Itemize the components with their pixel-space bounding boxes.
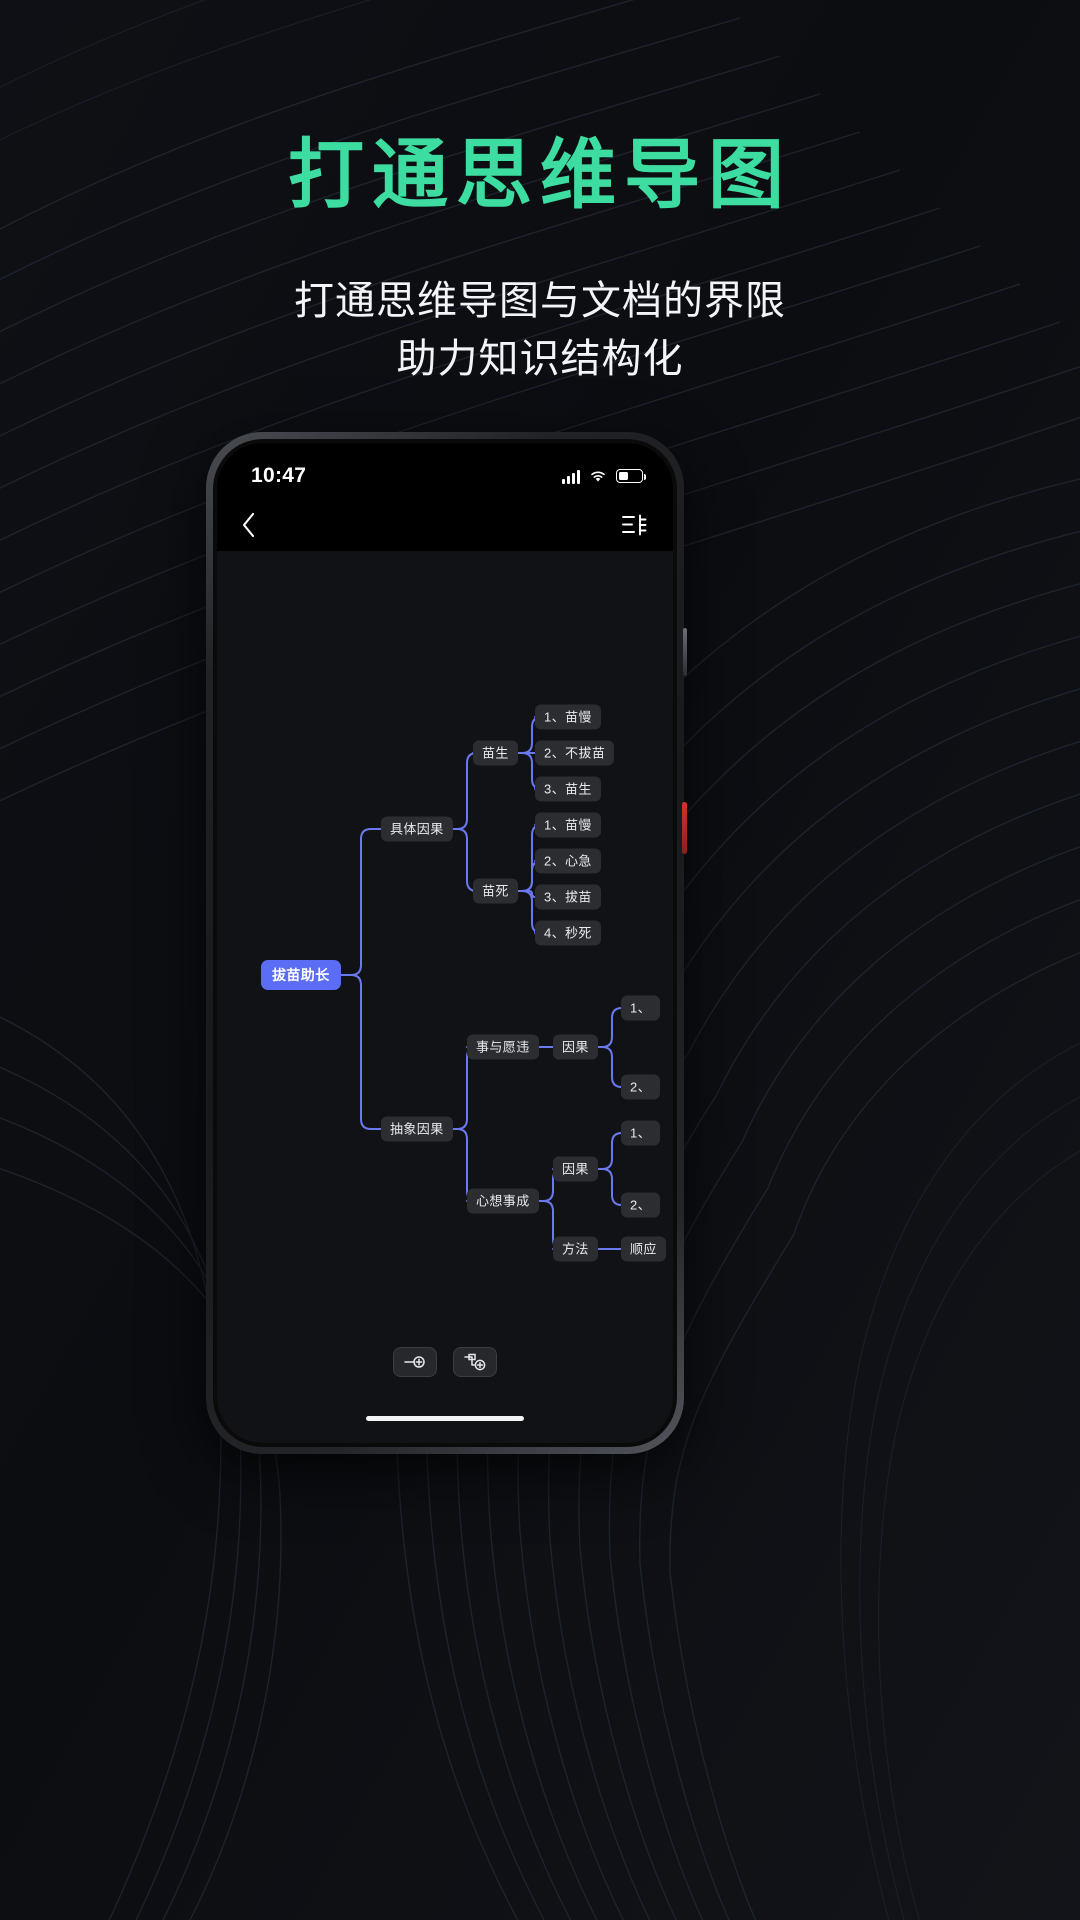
battery-icon — [616, 469, 646, 483]
hero-subtitle: 打通思维导图与文档的界限 助力知识结构化 — [0, 272, 1080, 388]
mindmap-node[interactable]: 事与愿违 — [467, 1034, 539, 1060]
signal-bars-icon — [562, 469, 580, 484]
hero-subtitle-line-2: 助力知识结构化 — [396, 337, 684, 381]
outline-list-icon[interactable] — [621, 513, 647, 537]
status-icons — [562, 469, 646, 484]
mindmap-node[interactable]: 1、苗慢 — [535, 704, 601, 730]
mindmap-edge — [340, 974, 382, 1130]
add-child-node-button[interactable] — [453, 1347, 497, 1377]
mindmap-canvas[interactable]: 拔苗助长 具体因果抽象因果 苗生苗死事与愿违心想事成 1、苗慢 2、不拔苗 3、苗生 1、苗… — [217, 551, 673, 1443]
mindmap-edge — [597, 1046, 623, 1088]
status-bar: 10:47 — [217, 443, 673, 499]
volume-button[interactable] — [682, 802, 687, 854]
mindmap-node[interactable]: 1、苗慢 — [535, 812, 601, 838]
mindmap-node[interactable]: 3、拔苗 — [535, 884, 601, 910]
mindmap-node[interactable]: 抽象因果 — [381, 1116, 453, 1142]
mindmap-node[interactable]: 因果 — [553, 1156, 598, 1182]
add-sibling-node-button[interactable] — [393, 1347, 437, 1377]
mindmap-node[interactable]: 3、苗生 — [535, 776, 601, 802]
mindmap-node[interactable]: 因果 — [553, 1034, 598, 1060]
mindmap-node[interactable]: 方法 — [553, 1236, 598, 1262]
status-time: 10:47 — [251, 464, 307, 487]
mindmap-node[interactable]: 心想事成 — [467, 1188, 539, 1214]
wifi-icon — [591, 470, 605, 482]
back-chevron-icon[interactable] — [241, 512, 256, 538]
mindmap-node[interactable]: 2、不拔苗 — [535, 740, 615, 766]
mindmap-node[interactable]: 2、 — [621, 1074, 661, 1100]
mindmap-node[interactable]: 具体因果 — [381, 816, 453, 842]
mindmap-edge — [340, 828, 382, 976]
mindmap-node[interactable]: 顺应 — [621, 1236, 666, 1262]
mindmap-node[interactable]: 苗死 — [473, 878, 518, 904]
page-title: 打通思维导图 — [288, 133, 792, 218]
app-navbar — [217, 499, 673, 551]
mindmap-node[interactable]: 1、 — [621, 1120, 661, 1146]
phone-bezel: 10:47 — [213, 439, 677, 1447]
add-child-node-icon — [464, 1353, 486, 1371]
power-button[interactable] — [683, 628, 687, 676]
mindmap-edge — [597, 1007, 623, 1048]
mindmap-edges — [340, 716, 623, 1250]
mindmap-toolbar — [217, 1347, 673, 1377]
mindmap-edge — [597, 1132, 623, 1170]
home-indicator[interactable] — [366, 1416, 524, 1421]
mindmap-node[interactable]: 2、心急 — [535, 848, 601, 874]
phone-screen: 10:47 — [217, 443, 673, 1443]
phone-mockup: 10:47 — [206, 432, 687, 1454]
add-sibling-node-icon — [404, 1356, 425, 1368]
mindmap-node[interactable]: 苗生 — [473, 740, 518, 766]
mindmap-edge — [452, 752, 478, 830]
hero-section: 打通思维导图 打通思维导图与文档的界限 助力知识结构化 — [0, 0, 1080, 388]
mindmap-node[interactable]: 1、 — [621, 995, 661, 1021]
hero-subtitle-line-1: 打通思维导图与文档的界限 — [294, 279, 786, 323]
mindmap-node[interactable]: 2、 — [621, 1192, 661, 1218]
mindmap-root-node[interactable]: 拔苗助长 — [261, 960, 341, 990]
mindmap-edge — [597, 1168, 623, 1206]
mindmap-node[interactable]: 4、秒死 — [535, 920, 601, 946]
